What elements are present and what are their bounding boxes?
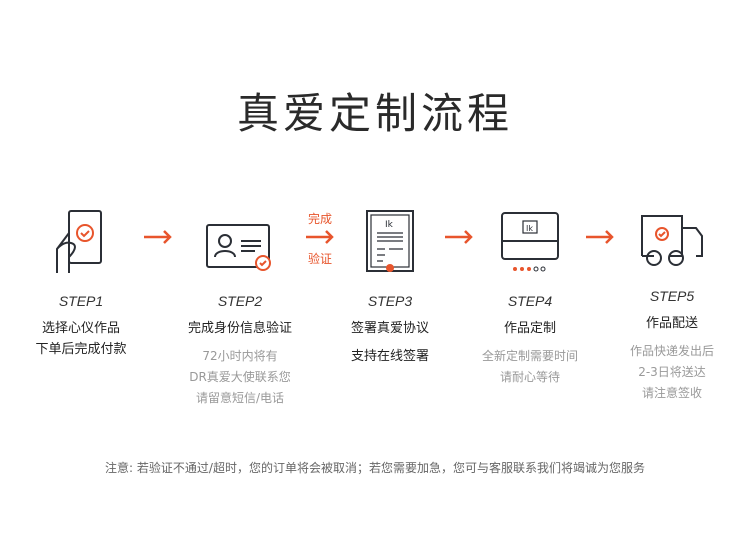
step-name: 作品定制 (503, 321, 556, 336)
arrow-right-icon (445, 230, 473, 244)
notice-text: 注意: 若验证不通过/超时，您的订单将会被取消；若您需要加急，您可与客服联系我们… (105, 461, 645, 475)
arrow-label-complete: 完成 (308, 212, 333, 226)
step-2: STEP2 完成身份信息验证 72小时内将有 DR真爱大使联系您请留意短信/电话 (165, 205, 315, 409)
truck-icon (597, 200, 747, 268)
step-label: STEP2 (217, 293, 263, 309)
step-name: 完成身份信息验证 (187, 321, 292, 336)
step-name: 签署真爱协议 (350, 321, 429, 336)
step-desc: 72小时内将有 (202, 349, 278, 363)
step-name-line2: 下单后完成付款 (35, 342, 127, 357)
step-1: STEP1 选择心仪作品下单后完成付款 (6, 205, 156, 360)
step-4: Ik STEP4 作品定制 全新定制需要时间请耐心等待 (455, 205, 605, 388)
step-label: STEP1 (58, 293, 104, 309)
step-label: STEP4 (507, 293, 553, 309)
id-card-icon (165, 205, 315, 273)
step-name: 选择心仪作品 (41, 321, 120, 336)
svg-text:Ik: Ik (526, 224, 533, 233)
step-desc: DR真爱大使联系您 (189, 370, 291, 384)
step-desc: 全新定制需要时间 (481, 349, 578, 363)
step-desc: 2-3日将送达 (638, 365, 706, 379)
arrow-right-icon (586, 230, 614, 244)
step-name: 作品配送 (645, 316, 698, 331)
step-desc: 请注意签收 (641, 386, 702, 400)
step-3: Ik STEP3 签署真爱协议 支持在线签署 (315, 205, 465, 367)
step-label: STEP5 (649, 288, 695, 304)
arrow-right-icon (306, 230, 334, 244)
phone-check-icon (6, 205, 156, 273)
box-icon: Ik (455, 205, 605, 273)
page-title: 真爱定制流程 (236, 89, 513, 138)
step-desc: 请留意短信/电话 (195, 391, 285, 405)
certificate-icon: Ik (315, 205, 465, 273)
step-label: STEP3 (367, 293, 413, 309)
arrow-label-verify: 验证 (308, 252, 333, 266)
arrow-right-icon (144, 230, 172, 244)
step-desc: 请耐心等待 (499, 370, 560, 384)
step-5: STEP5 作品配送 作品快递发出后 2-3日将送达请注意签收 (597, 200, 747, 404)
svg-text:Ik: Ik (385, 220, 394, 230)
step-desc: 支持在线签署 (350, 349, 429, 364)
step-desc: 作品快递发出后 (629, 344, 714, 358)
